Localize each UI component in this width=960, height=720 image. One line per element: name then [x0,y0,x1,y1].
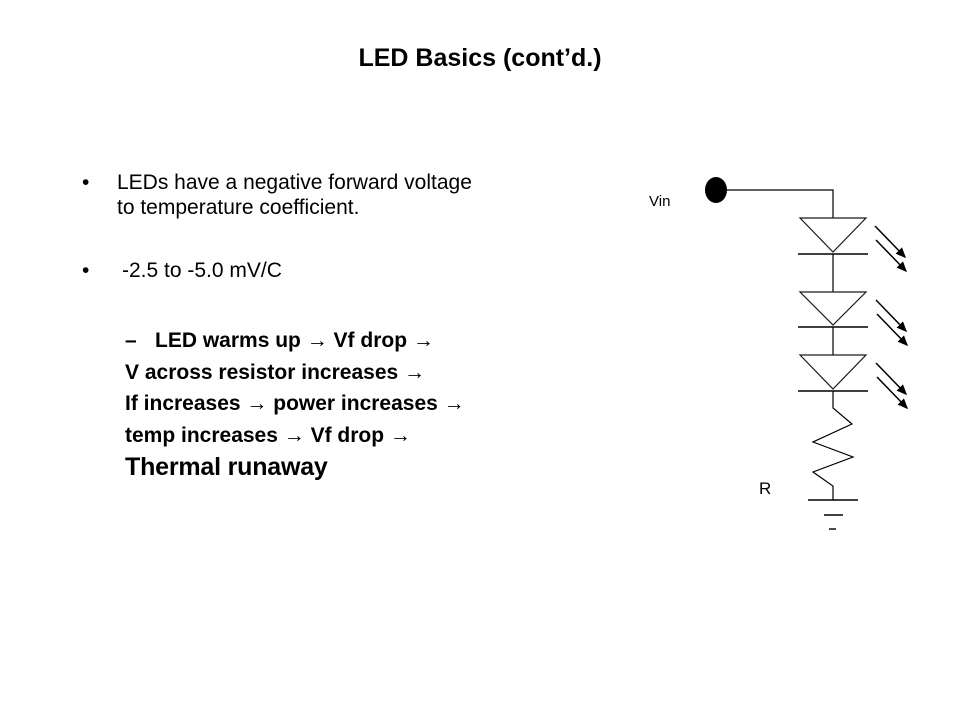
led-symbol-1 [798,217,868,255]
vin-terminal-dot [705,177,727,203]
dash-marker: – [125,329,137,352]
input-wire [727,189,834,218]
bullet-item-1: • LEDs have a negative forward voltage t… [80,170,562,220]
led2-light-arrows [875,299,909,347]
sub-bullet-block: –LED warms up → Vf drop → V across resis… [125,325,595,484]
slide-title: LED Basics (cont’d.) [358,44,602,72]
led-symbol-3 [798,354,868,392]
sub-bullet-line: V across resistor increases → [125,360,426,384]
sub-bullet-line: –LED warms up → Vf drop → [125,325,595,357]
bullet-text: -2.5 to -5.0 mV/C [122,258,282,283]
sub-bullet-line: If increases → power increases → [125,392,465,415]
bullet-text: LEDs have a negative forward voltage to … [117,170,562,220]
bullet-item-2: • -2.5 to -5.0 mV/C [80,258,282,283]
bullet-marker: • [82,171,90,194]
resistor-label: R [759,479,771,498]
bullet-line: -2.5 to -5.0 mV/C [122,259,282,282]
vin-label: Vin [649,193,670,210]
bullet-line: LEDs have a negative forward voltage [117,171,472,194]
thermal-runaway-emphasis: Thermal runaway [125,453,328,481]
sub-bullet-text: LED warms up → Vf drop → [155,329,434,352]
bullet-marker: • [82,259,90,282]
led3-light-arrows [875,362,909,410]
led-symbol-2 [798,291,868,328]
resistor-symbol [811,391,855,500]
sub-bullet-line: temp increases → Vf drop → [125,423,411,447]
led-circuit-diagram: Vin [649,177,909,530]
led1-light-arrows [874,225,908,273]
ground-symbol [808,499,858,530]
bullet-line: to temperature coefficient. [117,196,360,219]
